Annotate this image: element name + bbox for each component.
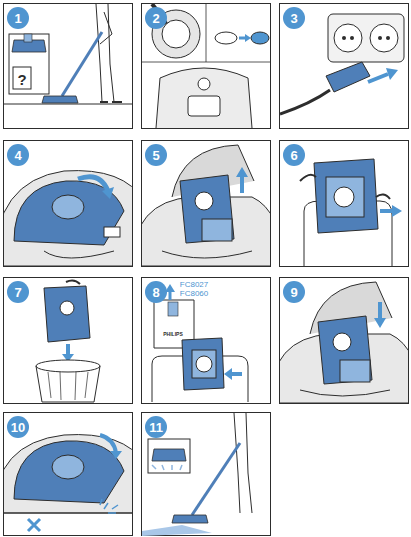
step-label: 7	[14, 286, 21, 299]
model-number: FC8060	[180, 290, 208, 298]
step-number: 3	[283, 7, 305, 29]
panel-4-art	[0, 171, 144, 266]
step-number: 5	[145, 144, 167, 166]
panel-9-art	[270, 282, 411, 403]
panel-7-art	[36, 280, 100, 402]
step-number: 8	[145, 281, 167, 303]
step-number: 6	[283, 144, 305, 166]
step-number: 11	[145, 416, 167, 438]
step-label: 11	[149, 421, 163, 434]
question-mark: ?	[17, 72, 26, 87]
step-number: 9	[283, 281, 305, 303]
panel-6-art	[300, 159, 402, 266]
step-label: 10	[11, 421, 25, 434]
panel-5-art	[132, 145, 282, 266]
model-number: FC8027	[180, 281, 208, 289]
panel-11-art	[142, 413, 252, 536]
step-number: 4	[7, 144, 29, 166]
step-label: 3	[290, 12, 297, 25]
step-number: 10	[7, 416, 29, 438]
step-number: 2	[145, 7, 167, 29]
step-label: 2	[152, 12, 159, 25]
brand-name: PHILIPS	[163, 332, 182, 337]
step-label: 6	[290, 149, 297, 162]
step-label: 8	[152, 286, 159, 299]
panel-8-art	[152, 284, 248, 402]
step-label: 4	[14, 149, 21, 162]
step-number: 7	[7, 281, 29, 303]
panel-1-art	[4, 4, 132, 104]
step-label: 1	[14, 12, 21, 25]
panel-10-art	[0, 435, 144, 531]
panel-2-art	[142, 4, 270, 128]
step-label: 5	[152, 149, 159, 162]
panel-3-art	[280, 14, 404, 114]
step-label: 9	[290, 286, 297, 299]
step-number: 1	[7, 7, 29, 29]
